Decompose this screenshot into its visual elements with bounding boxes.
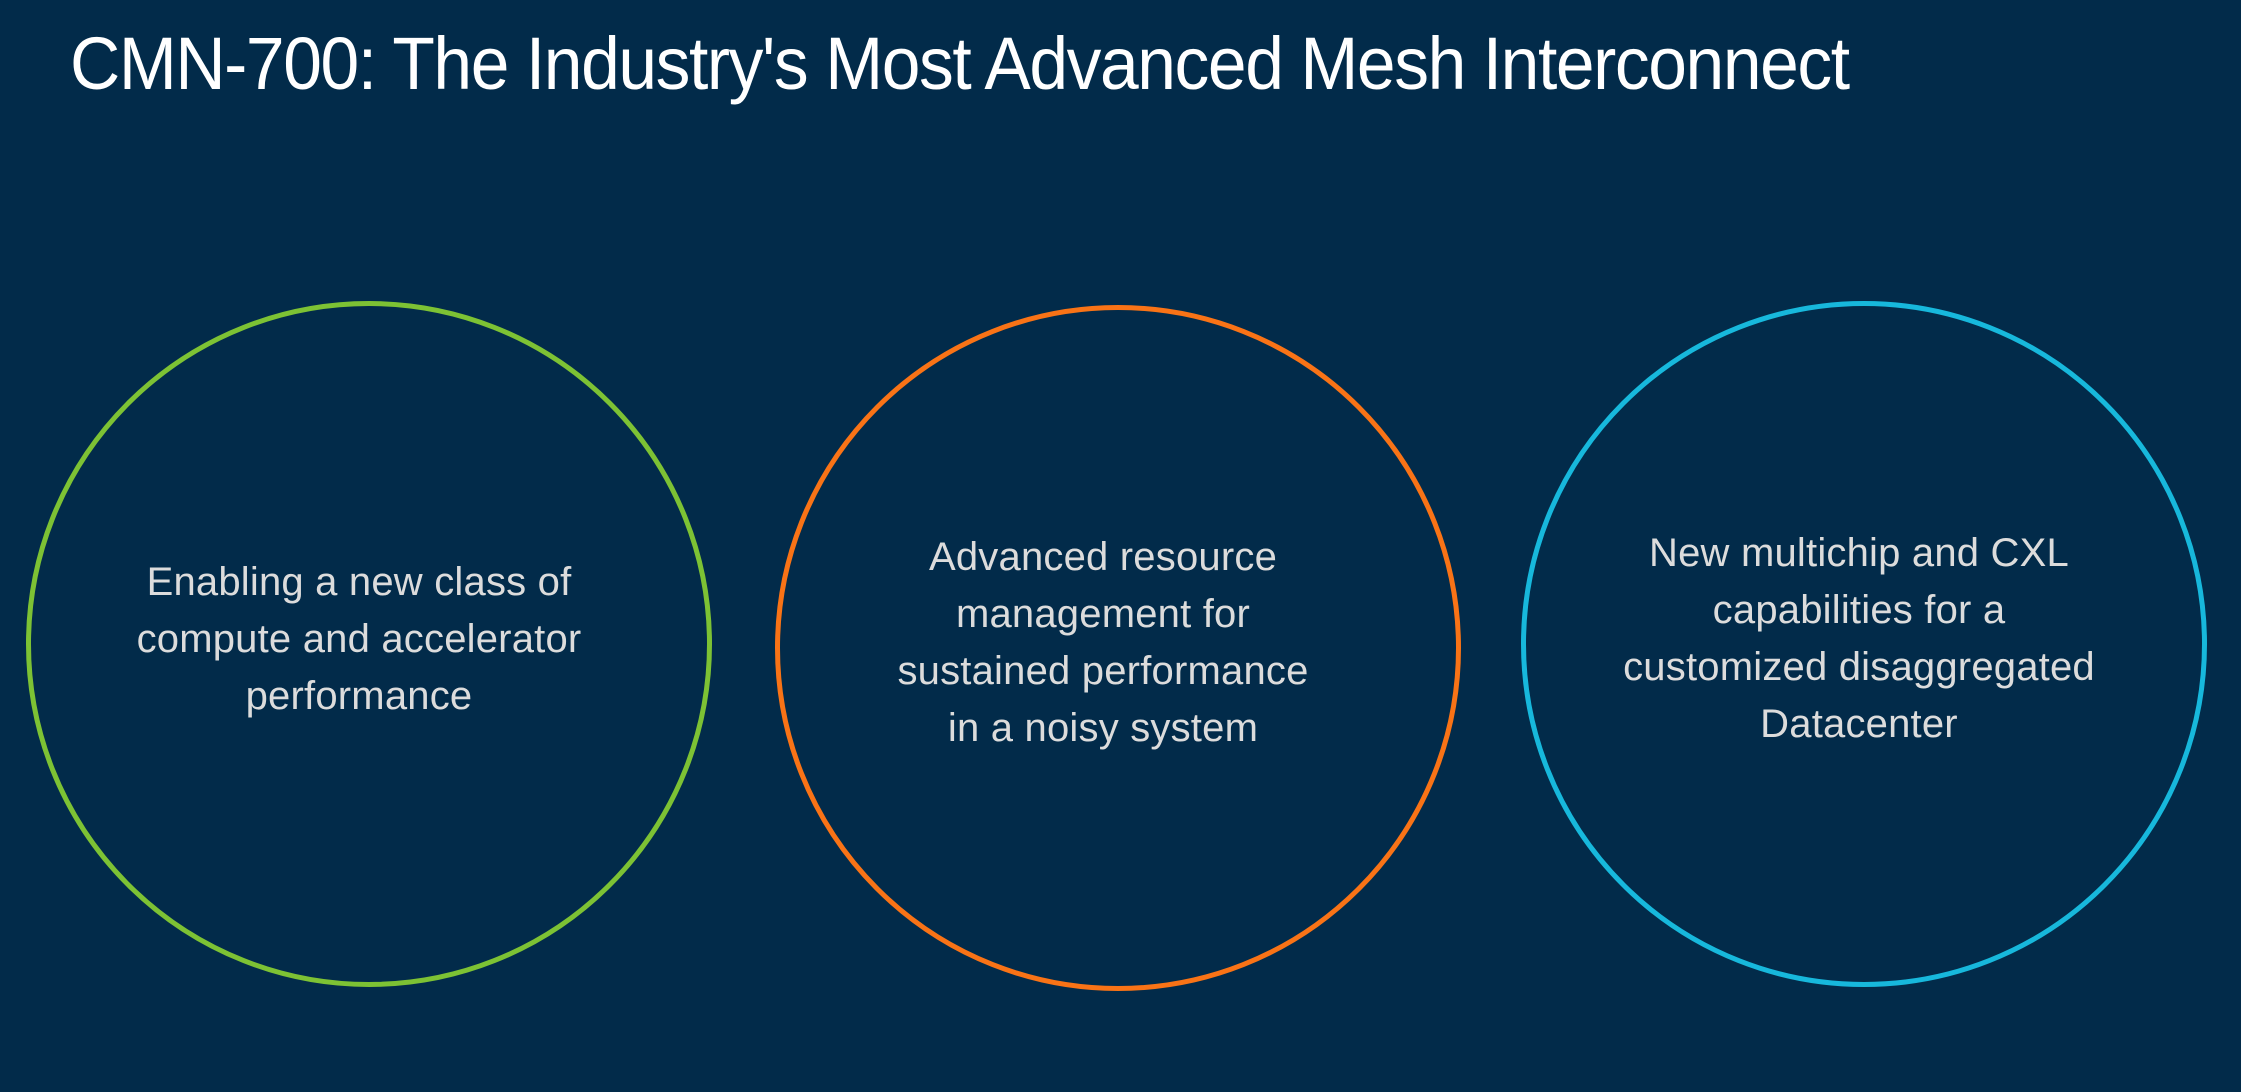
pillar-text-line: capabilities for a (1712, 588, 2006, 632)
pillar-text-line: sustained performance (897, 649, 1309, 693)
pillar-text: Advanced resource management for sustain… (843, 529, 1363, 757)
pillar-circle-multichip-cxl: New multichip and CXL capabilities for a… (1521, 301, 2207, 987)
pillar-text-line: in a noisy system (947, 706, 1259, 750)
pillar-text-line: management for (955, 592, 1251, 636)
pillar-text-line: Enabling a new class of (146, 559, 572, 604)
slide-title: CMN-700: The Industry's Most Advanced Me… (70, 22, 1850, 105)
pillar-text-line: performance (245, 673, 473, 718)
pillar-text-line: Datacenter (1760, 702, 1958, 746)
pillar-text: Enabling a new class of compute and acce… (99, 554, 619, 725)
pillar-circle-resource-management: Advanced resource management for sustain… (775, 305, 1461, 991)
pillar-text-line: New multichip and CXL (1649, 531, 2069, 575)
pillar-text-line: Advanced resource (928, 535, 1278, 579)
pillar-circle-compute-performance: Enabling a new class of compute and acce… (26, 301, 712, 987)
pillar-text-line: customized disaggregated (1623, 645, 2095, 689)
pillar-text-line: compute and accelerator (136, 616, 582, 661)
pillar-text: New multichip and CXL capabilities for a… (1599, 525, 2119, 753)
